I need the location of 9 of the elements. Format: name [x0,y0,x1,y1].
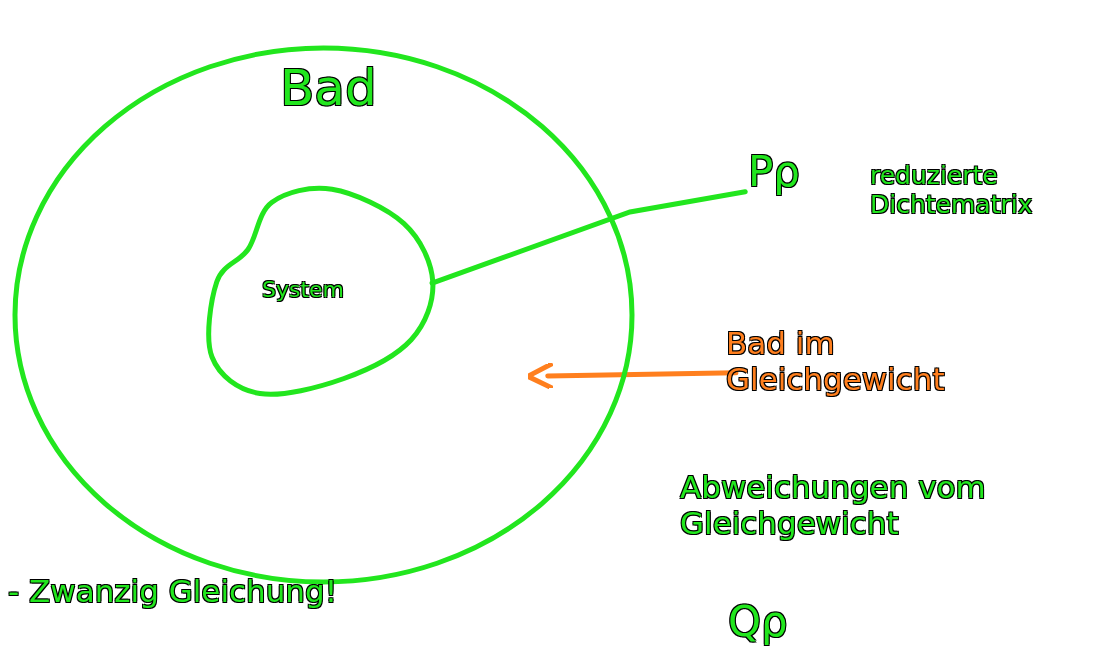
note-text: - Zwanzig Gleichung! [8,574,339,610]
node-label: System [262,277,346,303]
formula-text: Pρ [748,148,801,197]
arrow [525,360,739,391]
node-label: Bad im Gleichgewicht [726,326,946,398]
node-label: Bad [280,60,378,118]
annotation-text: reduzierte Dichtematrix [870,162,1034,220]
note-text: Abweichungen vom Gleichgewicht [680,470,987,542]
formula-text: Qρ [728,598,789,647]
